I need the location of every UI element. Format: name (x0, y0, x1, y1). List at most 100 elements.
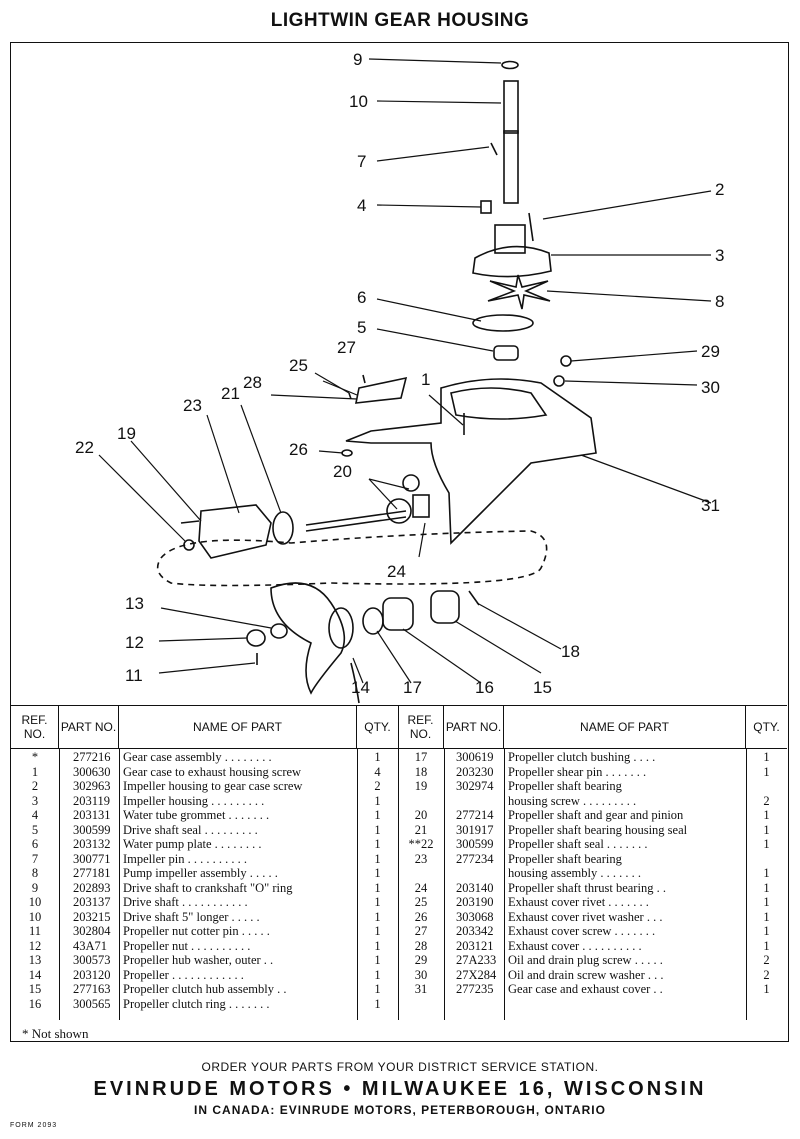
screw-part (528, 212, 534, 242)
qty-cell: 1 (763, 822, 770, 837)
name-cell: Propeller shaft bearing (508, 851, 622, 866)
name-cell: Drive shaft 5" longer . . . . . (123, 909, 260, 924)
part-no-cell: 300565 (73, 996, 111, 1011)
callout-10: 10 (349, 92, 368, 111)
page-title: LIGHTWIN GEAR HOUSING (270, 10, 530, 31)
drain-washer-part (553, 375, 565, 387)
qty-cell: 1 (374, 938, 381, 953)
callout-14: 14 (351, 678, 370, 697)
drive-shaft-seal-part (493, 345, 519, 361)
part-no-cell: 300771 (73, 851, 111, 866)
header-part-no: PART NO. (59, 706, 119, 748)
name-cell: Propeller shear pin . . . . . . . (508, 764, 647, 779)
pinion-gear-part (402, 474, 420, 492)
name-cell: Propeller clutch bushing . . . . (508, 750, 656, 764)
clutch-hub-part (430, 590, 460, 624)
callout-19: 19 (117, 424, 136, 443)
ref-cell: 18 (414, 764, 428, 779)
name-cell: Impeller housing to gear case screw (123, 779, 303, 793)
part-no-cell: 302804 (73, 924, 111, 938)
part-no-cell: 27X284 (456, 967, 497, 982)
table-row: housing screw . . . . . . . . .2 (398, 794, 787, 809)
part-no-cell: 277235 (456, 982, 494, 996)
callout-18: 18 (561, 642, 580, 661)
qty-cell: 1 (374, 793, 381, 808)
parts-table-left: REF. NO. PART NO. NAME OF PART QTY. *277… (11, 706, 399, 1020)
impeller-housing-neck-part (494, 224, 526, 254)
part-no-cell: 303068 (456, 909, 494, 924)
part-no-cell: 300630 (73, 764, 111, 779)
callout-7: 7 (357, 152, 366, 171)
footnote: * Not shown (22, 1026, 89, 1041)
part-no-cell: 203137 (73, 895, 111, 909)
qty-cell: 1 (374, 808, 381, 822)
ref-cell: 26 (414, 909, 428, 924)
callout-8: 8 (715, 292, 724, 311)
name-cell: Exhaust cover . . . . . . . . . . (508, 938, 642, 953)
thrust-bearing-part (412, 494, 430, 518)
qty-cell: 2 (763, 967, 770, 982)
ref-cell: 4 (31, 808, 39, 822)
ref-cell: 19 (414, 779, 428, 793)
name-cell: Drive shaft seal . . . . . . . . . (123, 822, 258, 837)
ref-cell: 2 (31, 779, 39, 793)
name-cell: Propeller shaft bearing (508, 779, 622, 793)
qty-cell: 1 (374, 880, 381, 895)
part-no-cell: 202893 (73, 880, 111, 895)
callout-26: 26 (289, 440, 308, 459)
gear-part (386, 498, 412, 524)
callout-12: 12 (125, 633, 144, 652)
name-cell: Impeller pin . . . . . . . . . . (123, 851, 247, 866)
table-header: REF. NO. PART NO. NAME OF PART QTY. (11, 706, 398, 749)
part-no-cell: 203120 (73, 967, 111, 982)
part-no-cell: 277234 (456, 851, 494, 866)
o-ring-part (501, 60, 519, 70)
callout-30: 30 (701, 378, 720, 397)
ref-cell: 9 (31, 880, 39, 895)
callout-27: 27 (337, 338, 356, 357)
name-cell: Gear case assembly . . . . . . . . (123, 750, 272, 764)
qty-cell: 1 (374, 996, 381, 1011)
drain-plug-part (560, 355, 572, 367)
ref-cell: 7 (31, 851, 39, 866)
header-part-no: PART NO. (444, 706, 504, 748)
ref-cell: 14 (28, 967, 42, 982)
name-cell: Exhaust cover screw . . . . . . . (508, 924, 656, 938)
qty-cell: 1 (763, 982, 770, 996)
ref-cell: 24 (414, 880, 428, 895)
qty-cell: 1 (374, 750, 381, 764)
part-no-cell: 300573 (73, 953, 111, 967)
table-row: 9 202893 Drive shaft to crankshaft "O" rin… (11, 881, 398, 896)
name-cell: Drive shaft . . . . . . . . . . . (123, 895, 248, 909)
parts-table: REF. NO. PART NO. NAME OF PART QTY. *277… (11, 705, 787, 1020)
assembly-dashed-loop (156, 530, 548, 587)
qty-cell: 1 (374, 837, 381, 851)
callout-20: 20 (333, 462, 352, 481)
name-cell: Water tube grommet . . . . . . . (123, 808, 270, 822)
qty-cell: 1 (374, 822, 381, 837)
clutch-bushing-part (362, 607, 384, 635)
qty-cell: 1 (374, 924, 381, 938)
part-no-cell: 300599 (456, 837, 494, 851)
name-cell: Drive shaft to crankshaft "O" ring (123, 880, 293, 895)
header-qty: QTY. (753, 720, 780, 734)
part-no-cell: 203131 (73, 808, 111, 822)
qty-cell: 1 (763, 909, 770, 924)
qty-cell: 1 (763, 837, 770, 851)
name-cell: Exhaust cover rivet washer . . . (508, 909, 663, 924)
callout-28: 28 (243, 373, 262, 392)
qty-cell: 1 (374, 953, 381, 967)
callout-1: 1 (421, 370, 430, 389)
table-row: 4 203131 Water tube grommet . . . . . . . 1 (11, 808, 398, 823)
